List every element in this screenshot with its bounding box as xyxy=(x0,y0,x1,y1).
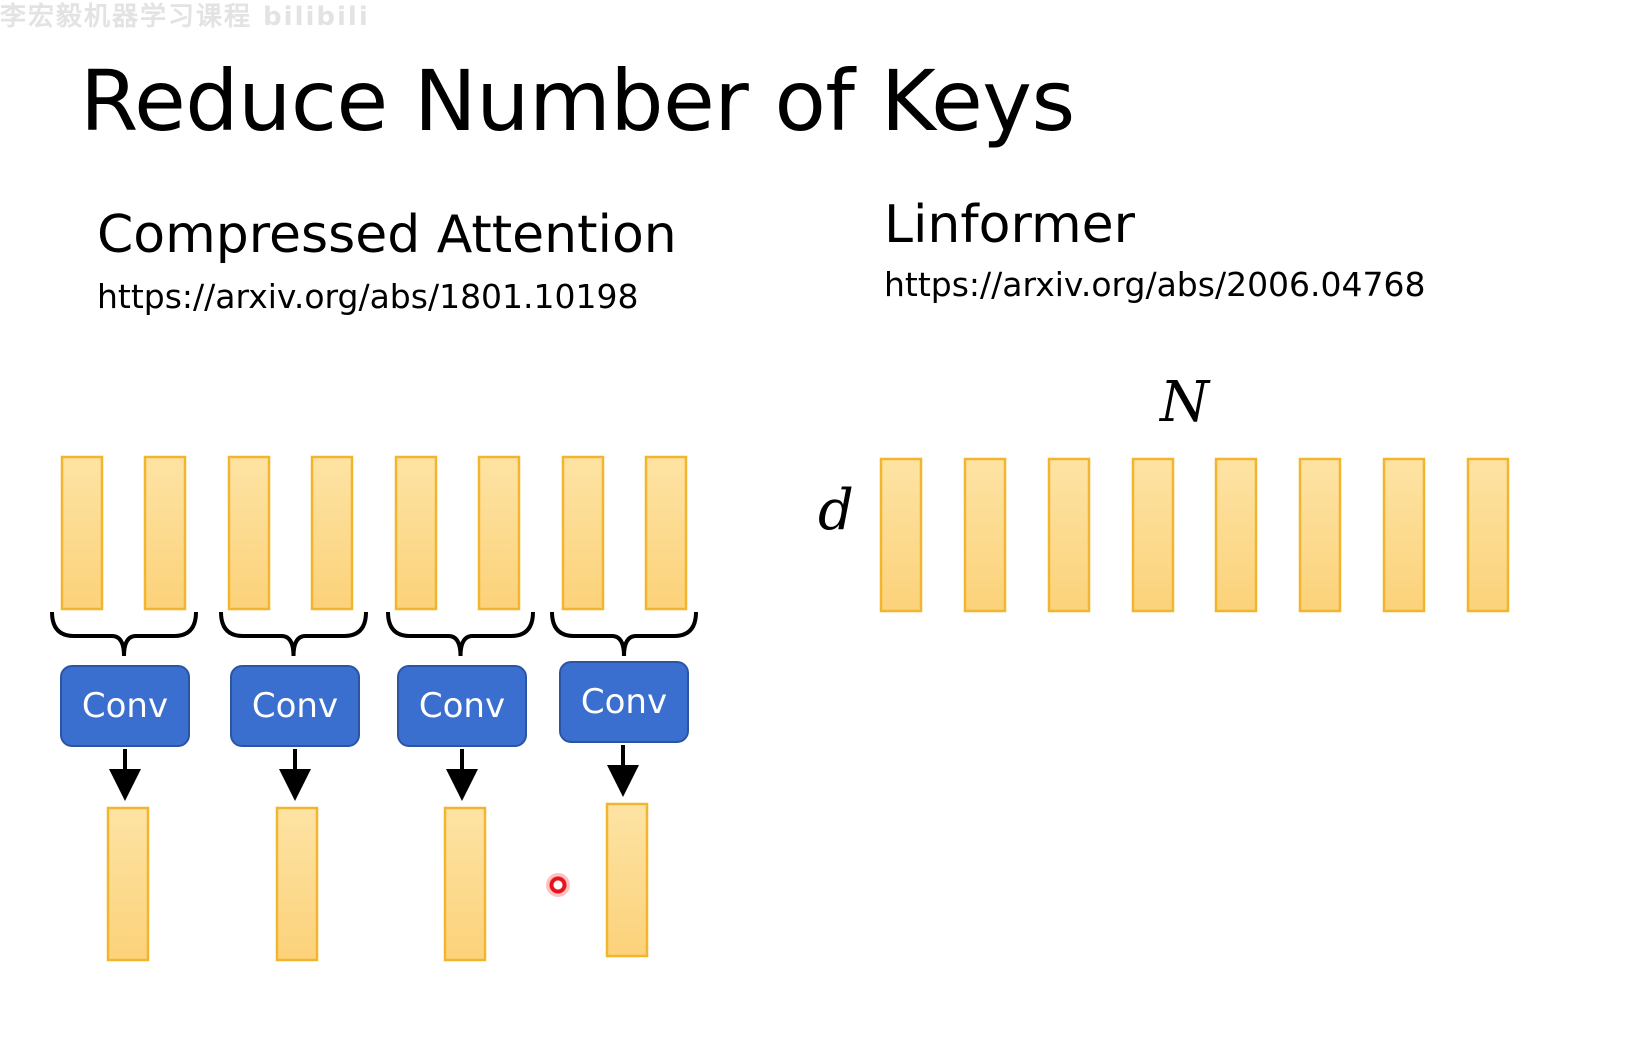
compressed-arrows xyxy=(109,745,639,801)
compressed-input-vector xyxy=(561,455,605,611)
label-d: d xyxy=(818,478,854,543)
compressed-attention-title: Compressed Attention xyxy=(97,205,677,265)
linformer-key-vector xyxy=(1047,457,1091,613)
linformer-link[interactable]: https://arxiv.org/abs/2006.04768 xyxy=(884,265,1426,304)
compressed-input-vectors xyxy=(60,455,688,611)
brace xyxy=(50,611,198,657)
linformer-key-vectors xyxy=(879,457,1510,613)
compressed-input-vector xyxy=(310,455,354,611)
brace xyxy=(219,611,368,657)
compressed-output-vector xyxy=(106,806,150,962)
compressed-input-vector xyxy=(60,455,104,611)
conv-block-1: Conv xyxy=(60,665,190,747)
laser-pointer-dot xyxy=(546,873,570,897)
compressed-input-vector xyxy=(644,455,688,611)
linformer-key-vector xyxy=(879,457,923,613)
linformer-key-vector xyxy=(1214,457,1258,613)
linformer-key-vector xyxy=(1466,457,1510,613)
linformer-title: Linformer xyxy=(884,195,1135,255)
conv-block-4: Conv xyxy=(559,661,689,743)
conv-block-2: Conv xyxy=(230,665,360,747)
compressed-braces xyxy=(50,611,698,657)
compressed-output-vector xyxy=(275,806,319,962)
linformer-key-vector xyxy=(963,457,1007,613)
brace xyxy=(550,611,698,657)
compressed-input-vector xyxy=(143,455,187,611)
linformer-key-vector xyxy=(1131,457,1175,613)
linformer-key-vector xyxy=(1298,457,1342,613)
watermark: 李宏毅机器学习课程 bilibili xyxy=(0,2,370,32)
compressed-input-vector xyxy=(227,455,271,611)
linformer-key-vector xyxy=(1382,457,1426,613)
compressed-output-vector xyxy=(605,802,649,958)
compressed-output-vectors xyxy=(106,802,649,962)
label-n: N xyxy=(1160,370,1209,435)
compressed-output-vector xyxy=(443,806,487,962)
compressed-attention-link[interactable]: https://arxiv.org/abs/1801.10198 xyxy=(97,277,639,316)
conv-block-3: Conv xyxy=(397,665,527,747)
compressed-input-vector xyxy=(394,455,438,611)
brace xyxy=(386,611,535,657)
compressed-input-vector xyxy=(477,455,521,611)
slide-title: Reduce Number of Keys xyxy=(80,52,1075,150)
